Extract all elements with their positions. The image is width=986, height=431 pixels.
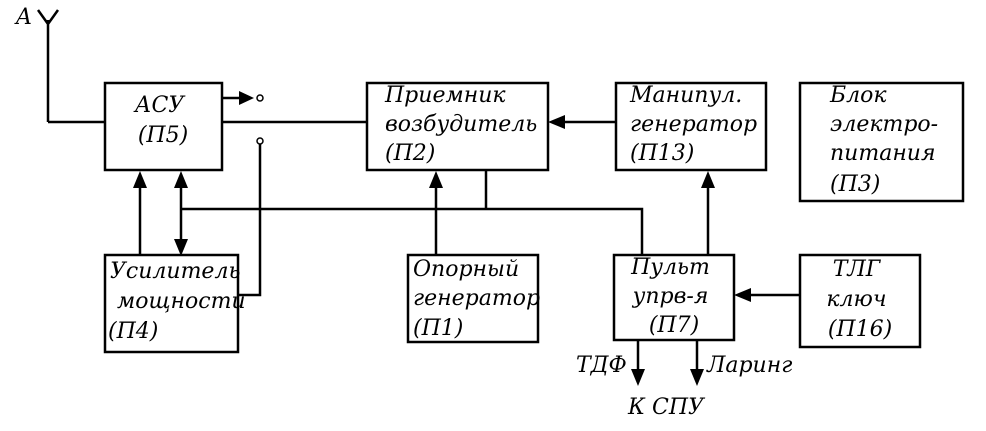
output-k-spu-label: К СПУ [627,395,706,420]
antenna-label: A [14,5,32,30]
arrow-bus-to-asu [174,171,188,188]
connection-lines [48,96,800,370]
block-power-supply [798,81,965,203]
block-reference-generator-label: Опорный генератор (П1) [413,257,547,341]
arrow-amp-to-asu [133,171,147,188]
block-power-supply-label: Блок электро- питания (П3) [829,83,945,197]
block-asu-label: АСУ (П5) [133,93,191,148]
arrow-bus-to-amp [174,239,188,256]
arrow-key-to-console [734,288,751,302]
arrow-console-to-manip [701,171,715,188]
output-tdf-label: ТДФ [576,353,627,378]
block-control-console [612,253,736,342]
arrow-laring-output [690,369,704,386]
block-receiver [365,81,550,172]
block-power-amplifier-label: Усилитель мощности (П4) [108,259,253,344]
block-manip-generator-label: Манипул. генератор (П13) [629,83,764,166]
switch-terminal-lower [256,137,264,145]
block-control-console-label: Пульт упрв-я (П7) [630,255,717,338]
block-reference-generator [406,253,540,344]
block-receiver-label: Приемник возбудитель (П2) [384,83,544,166]
block-tlg-key [798,253,922,349]
block-manip-generator [614,81,768,172]
block-power-amplifier [103,253,240,354]
arrow-manip-to-receiver [548,115,565,129]
switch-terminal-upper [256,94,264,102]
arrowheads [133,91,751,386]
arrow-asu-output [239,91,254,105]
output-laring-label: Ларинг [706,353,792,378]
arrow-refgen-to-receiver [429,171,443,188]
block-tlg-key-label: ТЛГ ключ (П16) [826,257,893,342]
block-asu [103,81,224,172]
antenna-icon [36,9,60,122]
arrow-tdf-output [631,369,645,386]
